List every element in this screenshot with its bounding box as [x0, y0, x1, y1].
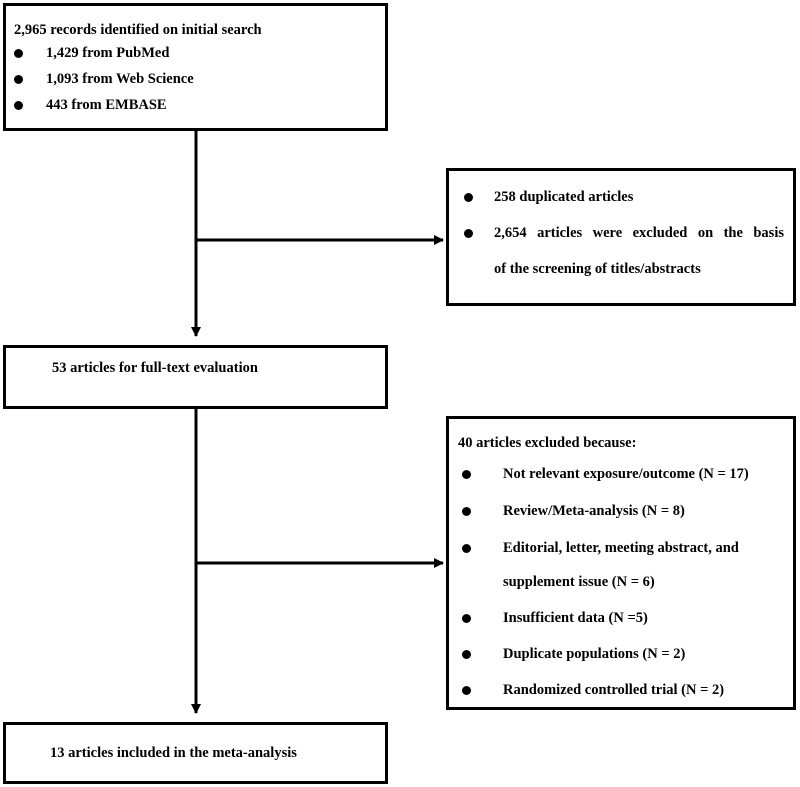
- records-item-embase: 443 from EMBASE: [46, 97, 167, 113]
- excluded-screening-line1: 2,654 articles were excluded on the basi…: [494, 225, 784, 241]
- included-label: 13 articles included in the meta-analysi…: [50, 745, 297, 761]
- bullet-icon: [462, 507, 471, 516]
- bullet-icon: [14, 49, 23, 58]
- exclusion-reason-insufficient: Insufficient data (N =5): [503, 610, 648, 626]
- exclusion-reason-editorial-line2: supplement issue (N = 6): [503, 574, 655, 590]
- excluded-screening-line2: of the screening of titles/abstracts: [494, 261, 701, 277]
- exclusion-reason-rct: Randomized controlled trial (N = 2): [503, 682, 725, 698]
- fulltext-exclusion-title: 40 articles excluded because:: [458, 435, 637, 451]
- bullet-icon: [462, 470, 471, 479]
- records-identified-box: [3, 3, 388, 131]
- records-item-web-science: 1,093 from Web Science: [46, 71, 194, 87]
- duplicated-articles-text: 258 duplicated articles: [494, 189, 634, 205]
- exclusion-reason-duplicate-populations: Duplicate populations (N = 2): [503, 646, 686, 662]
- bullet-icon: [14, 101, 23, 110]
- screen-exclusion-box: [446, 168, 796, 306]
- bullet-icon: [14, 75, 23, 84]
- exclusion-reason-editorial-line1: Editorial, letter, meeting abstract, and: [503, 540, 739, 556]
- bullet-icon: [462, 686, 471, 695]
- fulltext-evaluation-label: 53 articles for full-text evaluation: [52, 360, 258, 376]
- records-item-pubmed: 1,429 from PubMed: [46, 45, 170, 61]
- bullet-icon: [464, 229, 473, 238]
- exclusion-reason-not-relevant: Not relevant exposure/outcome (N = 17): [503, 466, 749, 482]
- fulltext-exclusion-box: [446, 416, 796, 710]
- exclusion-reason-review: Review/Meta-analysis (N = 8): [503, 503, 685, 519]
- bullet-icon: [462, 544, 471, 553]
- bullet-icon: [464, 193, 473, 202]
- bullet-icon: [462, 650, 471, 659]
- fulltext-evaluation-box: [3, 345, 388, 409]
- bullet-icon: [462, 614, 471, 623]
- records-identified-title: 2,965 records identified on initial sear…: [14, 22, 262, 38]
- included-box: [3, 722, 388, 784]
